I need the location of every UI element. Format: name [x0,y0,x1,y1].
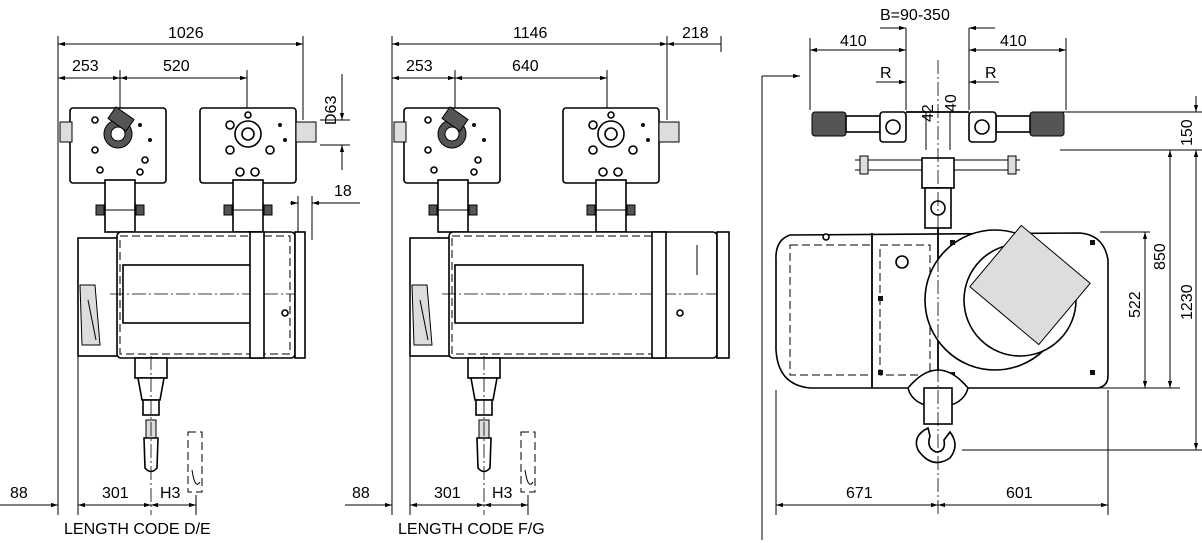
dim-253-b: 253 [406,58,433,75]
dim-1026: 1026 [168,25,204,42]
dim-18: 18 [334,183,352,200]
caption-d-e: LENGTH CODE D/E [64,521,211,538]
dim-520: 520 [163,58,190,75]
dim-d63: D63 [323,96,340,125]
dim-301-b: 301 [434,485,461,502]
dim-640: 640 [512,58,539,75]
dim-88: 88 [10,485,28,502]
caption-f-g: LENGTH CODE F/G [398,521,545,538]
dim-850: 850 [1152,243,1169,270]
dim-r-right: R [985,65,997,82]
front-view-d-e: 1026 253 520 D63 18 [0,25,360,538]
dim-h3: H3 [160,485,181,502]
dim-253: 253 [72,58,99,75]
dim-410-right: 410 [1000,33,1027,50]
dim-h3-b: H3 [492,485,513,502]
dim-88-b: 88 [352,485,370,502]
dim-150: 150 [1179,119,1196,146]
dim-601: 601 [1006,485,1033,502]
dim-40: 40 [943,94,960,112]
dim-b-range: B=90-350 [880,7,950,24]
dim-1146: 1146 [513,25,548,42]
side-view: B=90-350 410 410 R R 42 40 [761,7,1202,540]
dim-410-left: 410 [840,33,867,50]
dim-r-left: R [880,65,892,82]
dim-301: 301 [102,485,129,502]
dim-522: 522 [1127,291,1144,318]
dim-218: 218 [682,25,709,42]
dim-671: 671 [846,485,873,502]
dim-1230: 1230 [1179,284,1196,320]
dim-42: 42 [920,104,937,122]
front-view-f-g: 1146 218 253 640 [345,25,730,538]
